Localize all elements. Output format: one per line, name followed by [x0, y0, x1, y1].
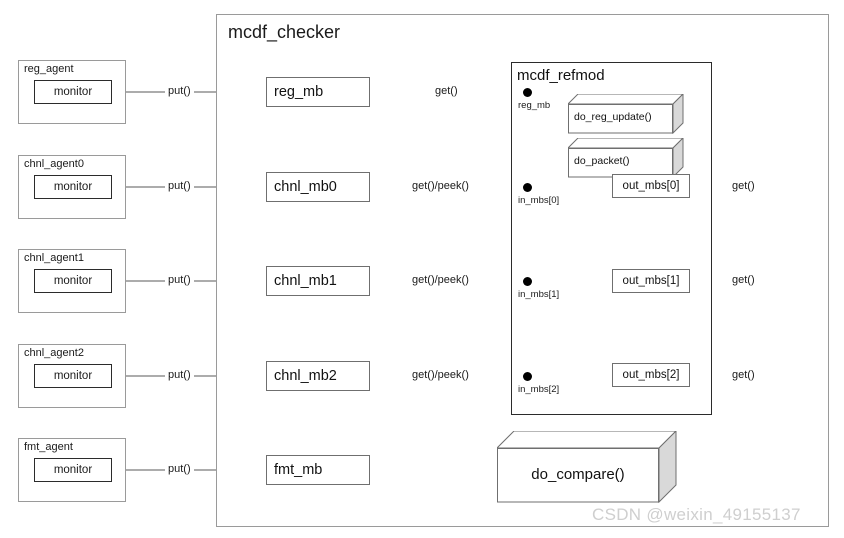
port-label-reg-mb: reg_mb: [518, 100, 551, 111]
edge-label-put-2: put(): [165, 274, 194, 286]
mailbox-chnl-mb2[interactable]: chnl_mb2: [266, 361, 370, 391]
edge-label-get-out-1: get(): [729, 274, 758, 286]
monitor-box-chnl-agent1[interactable]: monitor: [34, 269, 112, 293]
agent-label-chnl-agent2: chnl_agent2: [24, 347, 84, 359]
monitor-box-chnl-agent0[interactable]: monitor: [34, 175, 112, 199]
port-dot-in-mbs-2: [523, 372, 532, 381]
agent-label-reg-agent: reg_agent: [24, 63, 74, 75]
method-label-do-packet: do_packet(): [574, 155, 630, 167]
mailbox-reg-mb[interactable]: reg_mb: [266, 77, 370, 107]
do-compare-label: do_compare(): [531, 466, 625, 483]
edge-label-put-3: put(): [165, 369, 194, 381]
monitor-box-fmt-agent[interactable]: monitor: [34, 458, 112, 482]
edge-label-put-4: put(): [165, 463, 194, 475]
method-label-do-reg-update: do_reg_update(): [574, 111, 652, 123]
port-label-in-mbs-0: in_mbs[0]: [518, 195, 560, 206]
out-mailbox-1[interactable]: out_mbs[1]: [612, 269, 690, 293]
agent-label-chnl-agent0: chnl_agent0: [24, 158, 84, 170]
mcdf-refmod-title: mcdf_refmod: [517, 67, 605, 84]
watermark: CSDN @weixin_49155137: [592, 505, 801, 524]
edge-label-getpeek-0: get()/peek(): [409, 180, 472, 192]
edge-label-put-1: put(): [165, 180, 194, 192]
port-label-in-mbs-1: in_mbs[1]: [518, 289, 560, 300]
out-mailbox-0[interactable]: out_mbs[0]: [612, 174, 690, 198]
edge-label-getpeek-2: get()/peek(): [409, 369, 472, 381]
port-label-in-mbs-2: in_mbs[2]: [518, 384, 560, 395]
port-dot-in-mbs-0: [523, 183, 532, 192]
agent-label-chnl-agent1: chnl_agent1: [24, 252, 84, 264]
agent-label-fmt-agent: fmt_agent: [24, 441, 73, 453]
port-dot-in-mbs-1: [523, 277, 532, 286]
monitor-box-reg-agent[interactable]: monitor: [34, 80, 112, 104]
mailbox-chnl-mb1[interactable]: chnl_mb1: [266, 266, 370, 296]
edge-label-getpeek-1: get()/peek(): [409, 274, 472, 286]
method-cube-do-packet[interactable]: [568, 138, 684, 178]
page-title: mcdf_checker: [228, 22, 341, 42]
do-compare-cube[interactable]: [497, 431, 677, 503]
edge-label-get-out-2: get(): [729, 369, 758, 381]
mailbox-chnl-mb0[interactable]: chnl_mb0: [266, 172, 370, 202]
edge-label-put-0: put(): [165, 85, 194, 97]
out-mailbox-2[interactable]: out_mbs[2]: [612, 363, 690, 387]
edge-label-get-reg: get(): [432, 85, 461, 97]
mailbox-fmt-mb[interactable]: fmt_mb: [266, 455, 370, 485]
edge-label-get-out-0: get(): [729, 180, 758, 192]
monitor-box-chnl-agent2[interactable]: monitor: [34, 364, 112, 388]
method-cube-do-reg-update[interactable]: [568, 94, 684, 134]
port-dot-reg-mb: [523, 88, 532, 97]
